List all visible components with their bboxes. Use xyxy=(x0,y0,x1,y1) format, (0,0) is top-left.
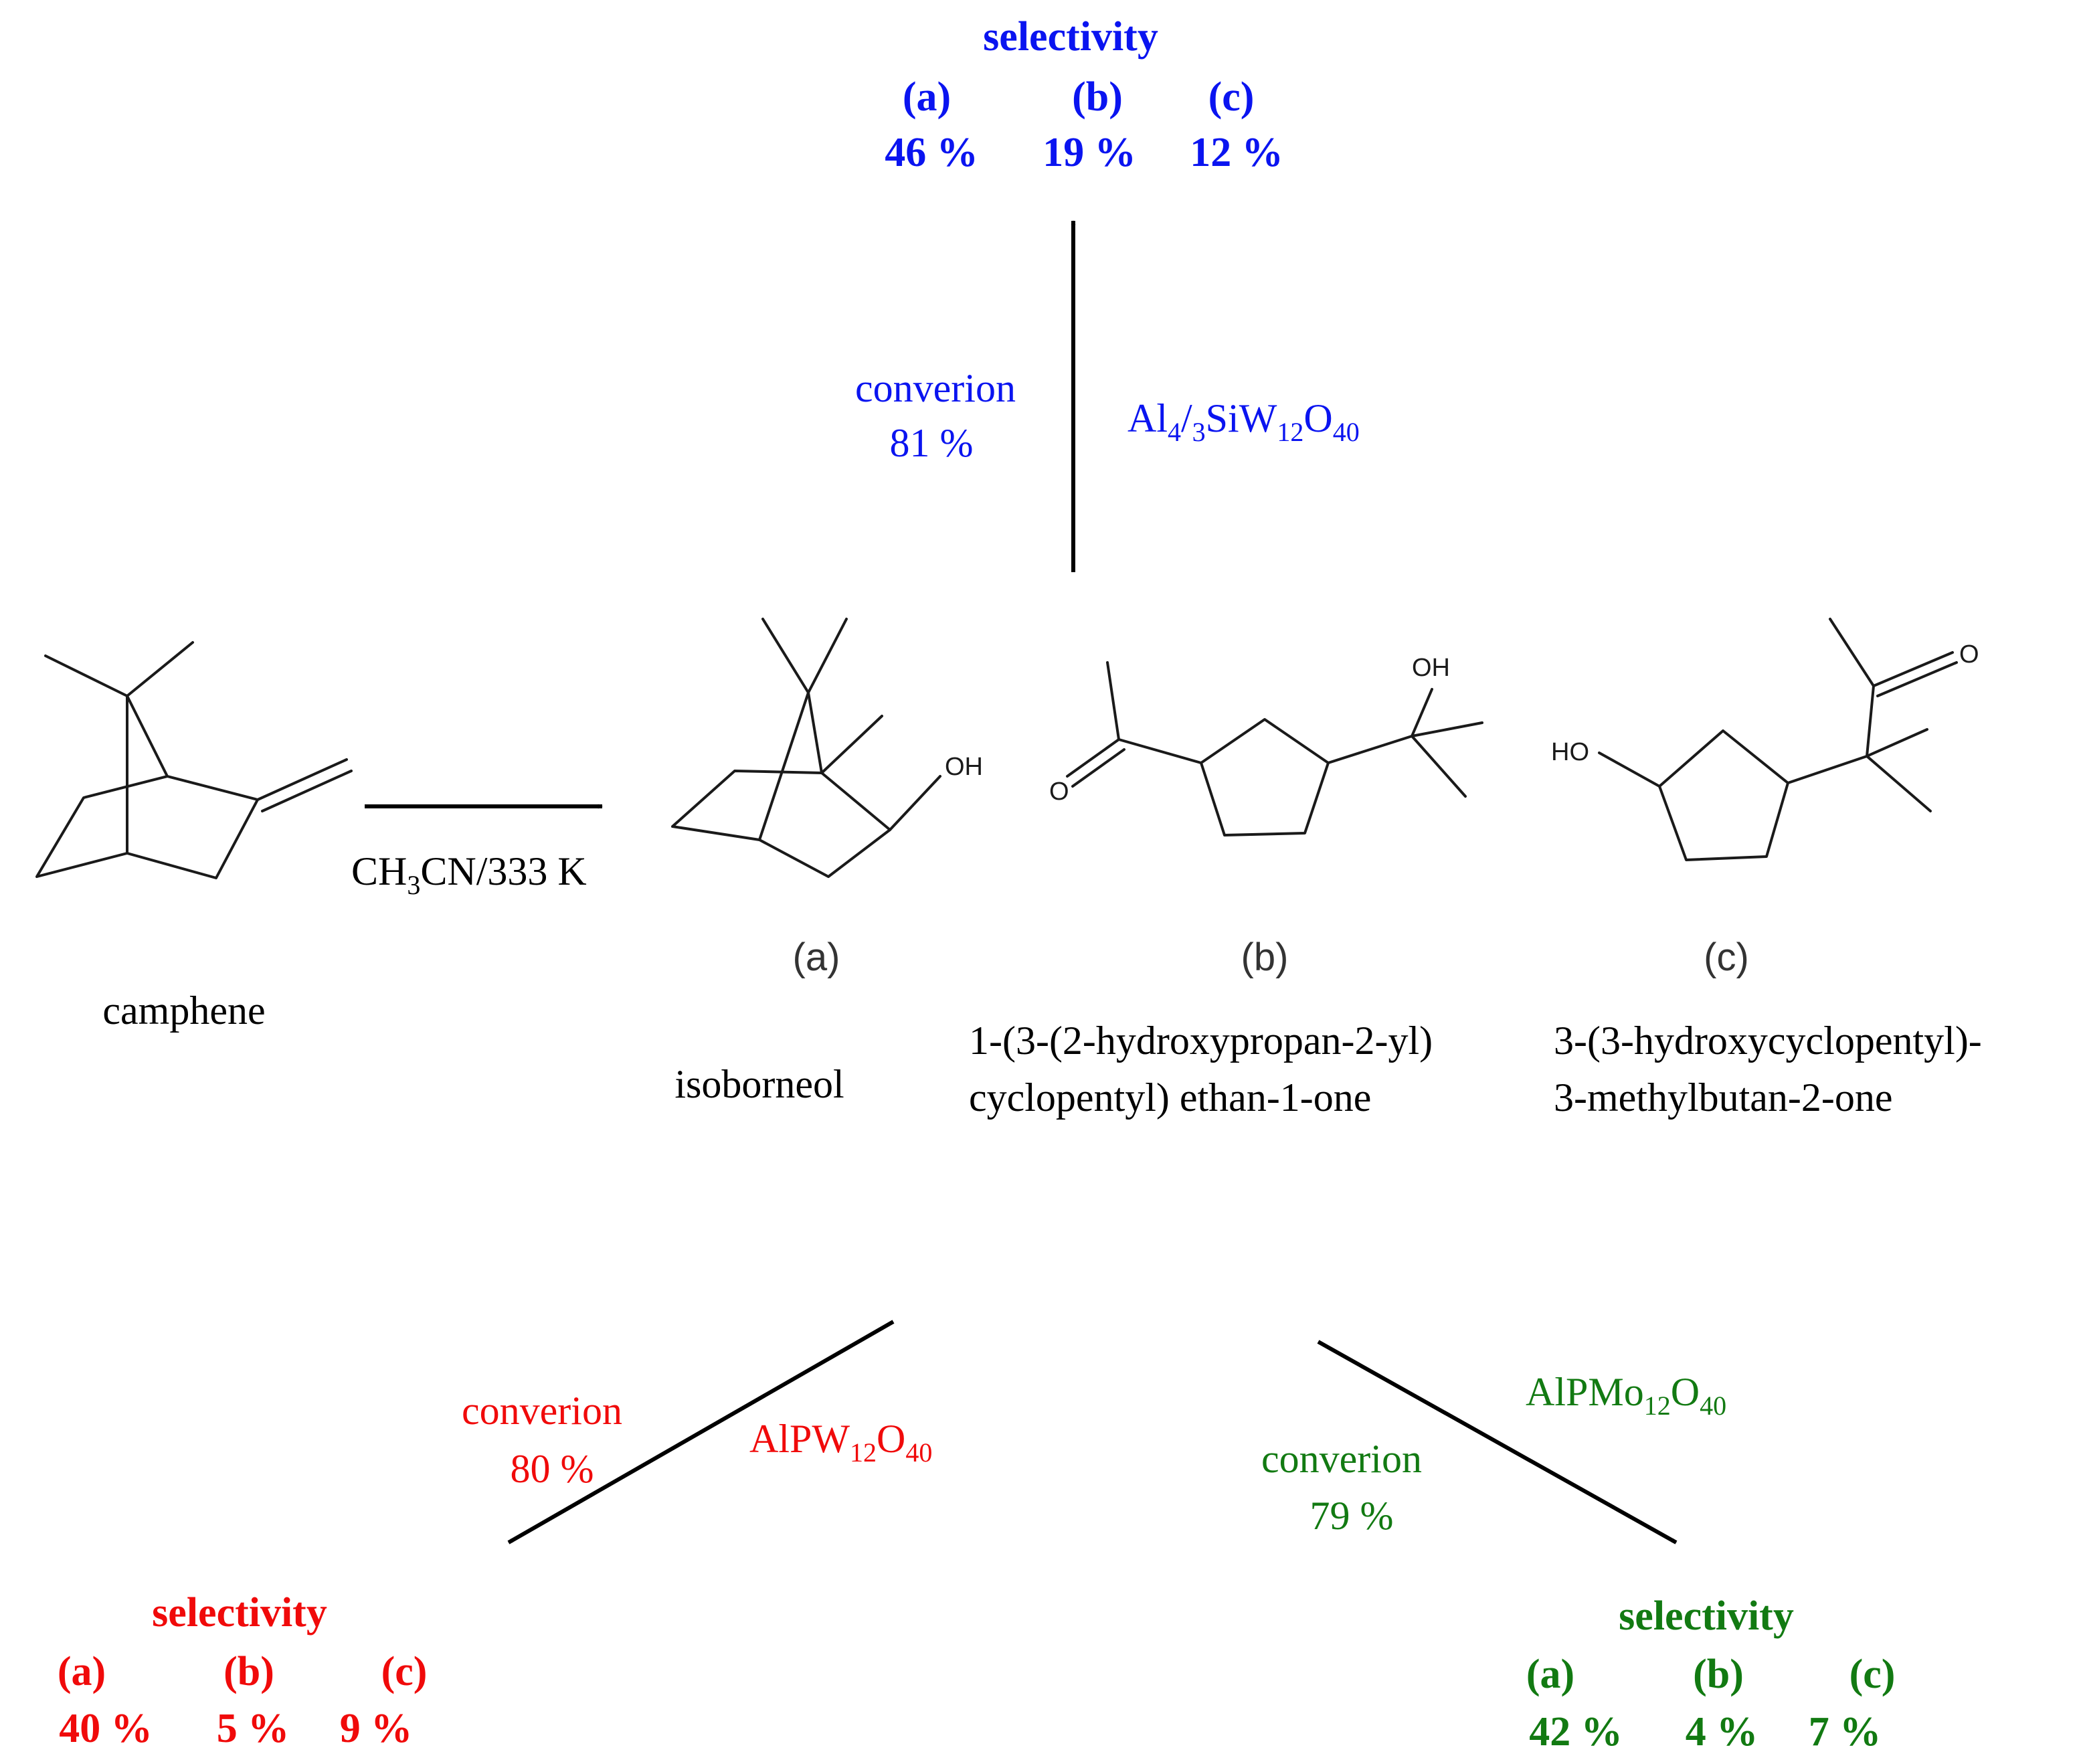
right-header-b: (b) xyxy=(1693,1652,1744,1697)
left-header-c: (c) xyxy=(381,1649,428,1694)
right-reaction-arrow xyxy=(1317,1340,1678,1545)
right-selectivity-block: selectivity (a) (b) (c) 42 % 4 % 7 % xyxy=(1526,1593,1896,1755)
right-value-c: 7 % xyxy=(1809,1709,1882,1755)
product-b-name-line1: 1-(3-(2-hydroxypropan-2-yl) xyxy=(969,1019,1433,1063)
camphene-structure xyxy=(35,641,353,879)
top-conversion: converion 81 % xyxy=(855,366,1016,465)
left-value-a: 40 % xyxy=(59,1706,153,1751)
camphene-name: camphene xyxy=(102,988,265,1033)
product-c-structure xyxy=(1598,618,1958,861)
left-header-a: (a) xyxy=(58,1649,106,1694)
product-b-o-label: O xyxy=(1049,778,1069,806)
top-conversion-label: converion xyxy=(855,366,1016,410)
left-selectivity-title: selectivity xyxy=(152,1590,327,1636)
top-header-c: (c) xyxy=(1208,74,1255,120)
top-catalyst-formula: Al4/3SiW12O40 xyxy=(1127,396,1360,447)
product-b-letter: (b) xyxy=(1241,936,1289,979)
top-header-a: (a) xyxy=(903,74,951,120)
right-value-b: 4 % xyxy=(1686,1709,1758,1755)
left-conversion-value: 80 % xyxy=(511,1447,594,1491)
product-c-name-line1: 3-(3-hydroxycyclopentyl)- xyxy=(1554,1019,1982,1063)
top-header-b: (b) xyxy=(1072,74,1123,120)
left-header-b: (b) xyxy=(223,1649,274,1694)
product-c-ho-label: HO xyxy=(1551,738,1589,766)
product-b-oh-label: OH xyxy=(1412,654,1450,682)
right-selectivity-title: selectivity xyxy=(1619,1593,1794,1639)
right-catalyst-formula: AlPMo12O40 xyxy=(1526,1370,1726,1421)
left-conversion: converion 80 % xyxy=(462,1389,622,1491)
right-header-c: (c) xyxy=(1849,1652,1896,1697)
product-b-name-line2: cyclopentyl) ethan-1-one xyxy=(969,1075,1371,1120)
right-conversion-label: converion xyxy=(1261,1437,1422,1481)
right-conversion: converion 79 % xyxy=(1261,1437,1422,1538)
top-selectivity-block: selectivity (a) (b) (c) 46 % 19 % 12 % xyxy=(885,14,1283,175)
product-a-name: isoborneol xyxy=(674,1062,844,1106)
product-b-structure xyxy=(1066,661,1483,836)
left-value-b: 5 % xyxy=(217,1706,290,1751)
product-c-name-line2: 3-methylbutan-2-one xyxy=(1554,1075,1893,1120)
top-value-b: 19 % xyxy=(1043,130,1136,175)
product-a-oh-label: OH xyxy=(945,753,983,781)
top-value-c: 12 % xyxy=(1190,130,1283,175)
left-catalyst-formula: AlPW12O40 xyxy=(749,1417,932,1468)
right-header-a: (a) xyxy=(1526,1652,1574,1697)
product-c-letter: (c) xyxy=(1704,936,1749,979)
product-a-structure xyxy=(671,618,941,878)
right-conversion-value: 79 % xyxy=(1310,1494,1394,1538)
top-selectivity-title: selectivity xyxy=(983,14,1158,60)
product-c-o-label: O xyxy=(1959,640,1979,669)
right-value-a: 42 % xyxy=(1529,1709,1623,1755)
top-value-a: 46 % xyxy=(885,130,978,175)
left-value-c: 9 % xyxy=(340,1706,413,1751)
left-reaction-arrow xyxy=(507,1320,895,1545)
reaction-conditions: CH3CN/333 K xyxy=(351,849,587,900)
left-conversion-label: converion xyxy=(462,1389,622,1433)
product-a-letter: (a) xyxy=(793,936,840,979)
left-selectivity-block: selectivity (a) (b) (c) 40 % 5 % 9 % xyxy=(58,1590,428,1751)
top-conversion-value: 81 % xyxy=(890,421,974,465)
